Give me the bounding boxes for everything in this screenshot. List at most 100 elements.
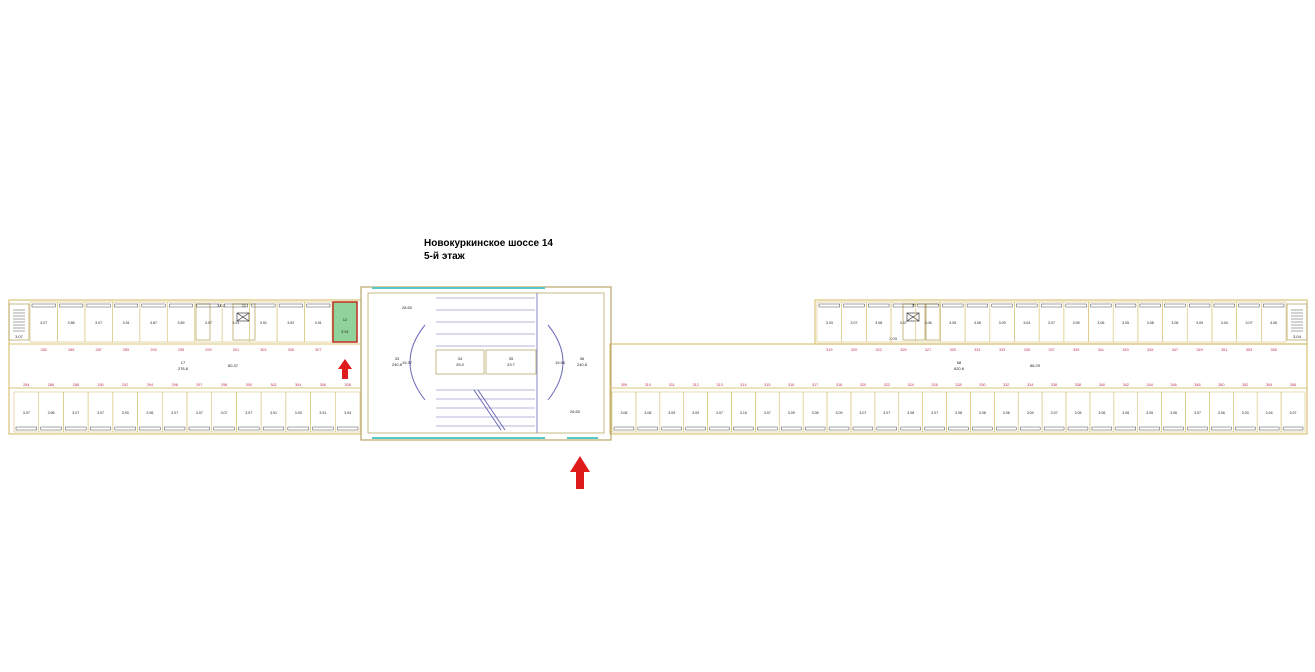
left-top-room[interactable] [304,301,333,343]
highlighted-room-area: 3.91 [341,329,350,334]
right-bottom-area-label: 3.08 [907,411,914,415]
center-left-sub: 240.8 [392,362,403,367]
left-bottom-door [15,426,37,431]
right-bottom-area-label: 3.07 [859,411,866,415]
right-bottom-room-number: 310 [645,383,651,387]
left-top-area-label: 3.86 [68,321,75,325]
left-bottom-door [287,426,309,431]
left-top-room-number: 282 [41,348,47,352]
right-bottom-room-number: 311 [669,383,675,387]
right-bottom-area-label: 3.08 [979,411,986,415]
left-top-area-label: 3.92 [287,321,294,325]
highlighted-room[interactable] [332,301,358,343]
right-bottom-door [613,426,635,431]
left-bottom-area-label: 3.07 [23,411,30,415]
left-top-room-number: 287 [95,348,101,352]
right-top-door [1040,303,1063,308]
left-top-room-number: 285 [68,348,74,352]
right-bottom-door [685,426,706,431]
right-bottom-door [1115,426,1136,431]
center-left-area: 19.37 [402,360,413,365]
left-bottom-door [312,426,334,431]
right-top-room-number: 320 [851,348,857,352]
floor-label: 5-й этаж [424,251,465,262]
ramp-lines [436,297,535,427]
arrow-up-icon [338,359,352,379]
left-corridor-sub: 278.8 [178,366,189,371]
left-bottom-room-number: 292 [122,383,128,387]
left-top-area-label: 3.07 [40,321,47,325]
right-bottom-door [1282,426,1304,431]
plan-title: Новокуркинское шоссе 14 5-й этаж [424,237,553,263]
right-top-area-label: 3.06 [1097,321,1104,325]
right-bottom-area-label: 3.05 [1074,411,1081,415]
left-bottom-door [114,426,136,431]
right-bottom-area-label: 3.07 [931,411,938,415]
left-bottom-area-label: 3.07 [196,411,203,415]
right-top-room-number: 345 [1147,348,1153,352]
left-top-area-label: 3.87 [150,321,157,325]
right-bottom-room-number: 324 [908,383,914,387]
right-top-room[interactable] [1261,301,1287,343]
left-top-door [59,303,84,308]
right-top-door [892,303,914,308]
left-top-area-label: 3.07 [205,321,212,325]
right-bottom-room[interactable] [1280,391,1306,433]
left-bottom-room-number: 300 [246,383,252,387]
left-top-room-number: 299 [205,348,211,352]
right-bottom-area-label: 3.06 [1218,411,1225,415]
right-bottom-door [709,426,730,431]
left-bottom-door [337,426,359,431]
right-bottom-room-number: 354 [1266,383,1272,387]
right-corridor-sub: 620.8 [954,366,965,371]
right-bottom-room-number: 313 [716,383,722,387]
right-top-area-label: 3.07 [851,321,858,325]
right-bottom-room-number: 352 [1242,383,1248,387]
left-top-room-number: 293 [150,348,156,352]
right-bottom-door [1211,426,1232,431]
left-bottom-room[interactable] [334,391,361,433]
right-top-room-number: 341 [1098,348,1104,352]
left-top-door [86,303,111,308]
right-bottom-room-number: 342 [1123,383,1129,387]
right-bottom-door [781,426,802,431]
right-bottom-room-number: 348 [1194,383,1200,387]
right-bottom-door [1163,426,1184,431]
right-bottom-door [1020,426,1041,431]
right-stair-steps [1291,309,1303,332]
left-bottom-area-label: 3.91 [270,411,277,415]
right-bottom-door [972,426,993,431]
right-top-area-label: 3.08 [1147,321,1154,325]
right-bottom-room-number: 338 [1075,383,1081,387]
left-bottom-area-label: 3.93 [122,411,129,415]
right-top-door [1213,303,1235,308]
left-bottom-room-number: 306 [320,383,326,387]
right-bottom-room-number: 309 [621,383,627,387]
right-top-door [966,303,988,308]
left-bottom-area-label: 3.07 [245,411,252,415]
right-bottom-area-label: 3.06 [1003,411,1010,415]
left-top-door [196,303,221,308]
right-utility-area: 3.03 [889,336,898,341]
right-bottom-area-label: 3.08 [620,411,627,415]
center-room-a [435,349,485,375]
right-bottom-room-number: 332 [1003,383,1009,387]
highlighted-room-id: 12 [343,317,348,322]
left-top-room-number: 289 [123,348,129,352]
left-utility-area: 3.02 [217,303,226,308]
center-block-inner [367,292,605,434]
right-bottom-area-label: 3.06 [1098,411,1105,415]
left-top-area-label: 3.91 [123,321,130,325]
left-bottom-area-label: 3.93 [295,411,302,415]
right-bottom-area-label: 3.05 [1146,411,1153,415]
right-top-room-number: 329 [950,348,956,352]
left-bottom-door [139,426,161,431]
right-top-room-number: 339 [1073,348,1079,352]
left-top-door [306,303,331,308]
right-top-room-number: 347 [1172,348,1178,352]
left-bottom-room-number: 284 [23,383,29,387]
right-bottom-room-number: 317 [812,383,818,387]
right-bottom-door [1139,426,1160,431]
right-top-room-number: 322 [876,348,882,352]
